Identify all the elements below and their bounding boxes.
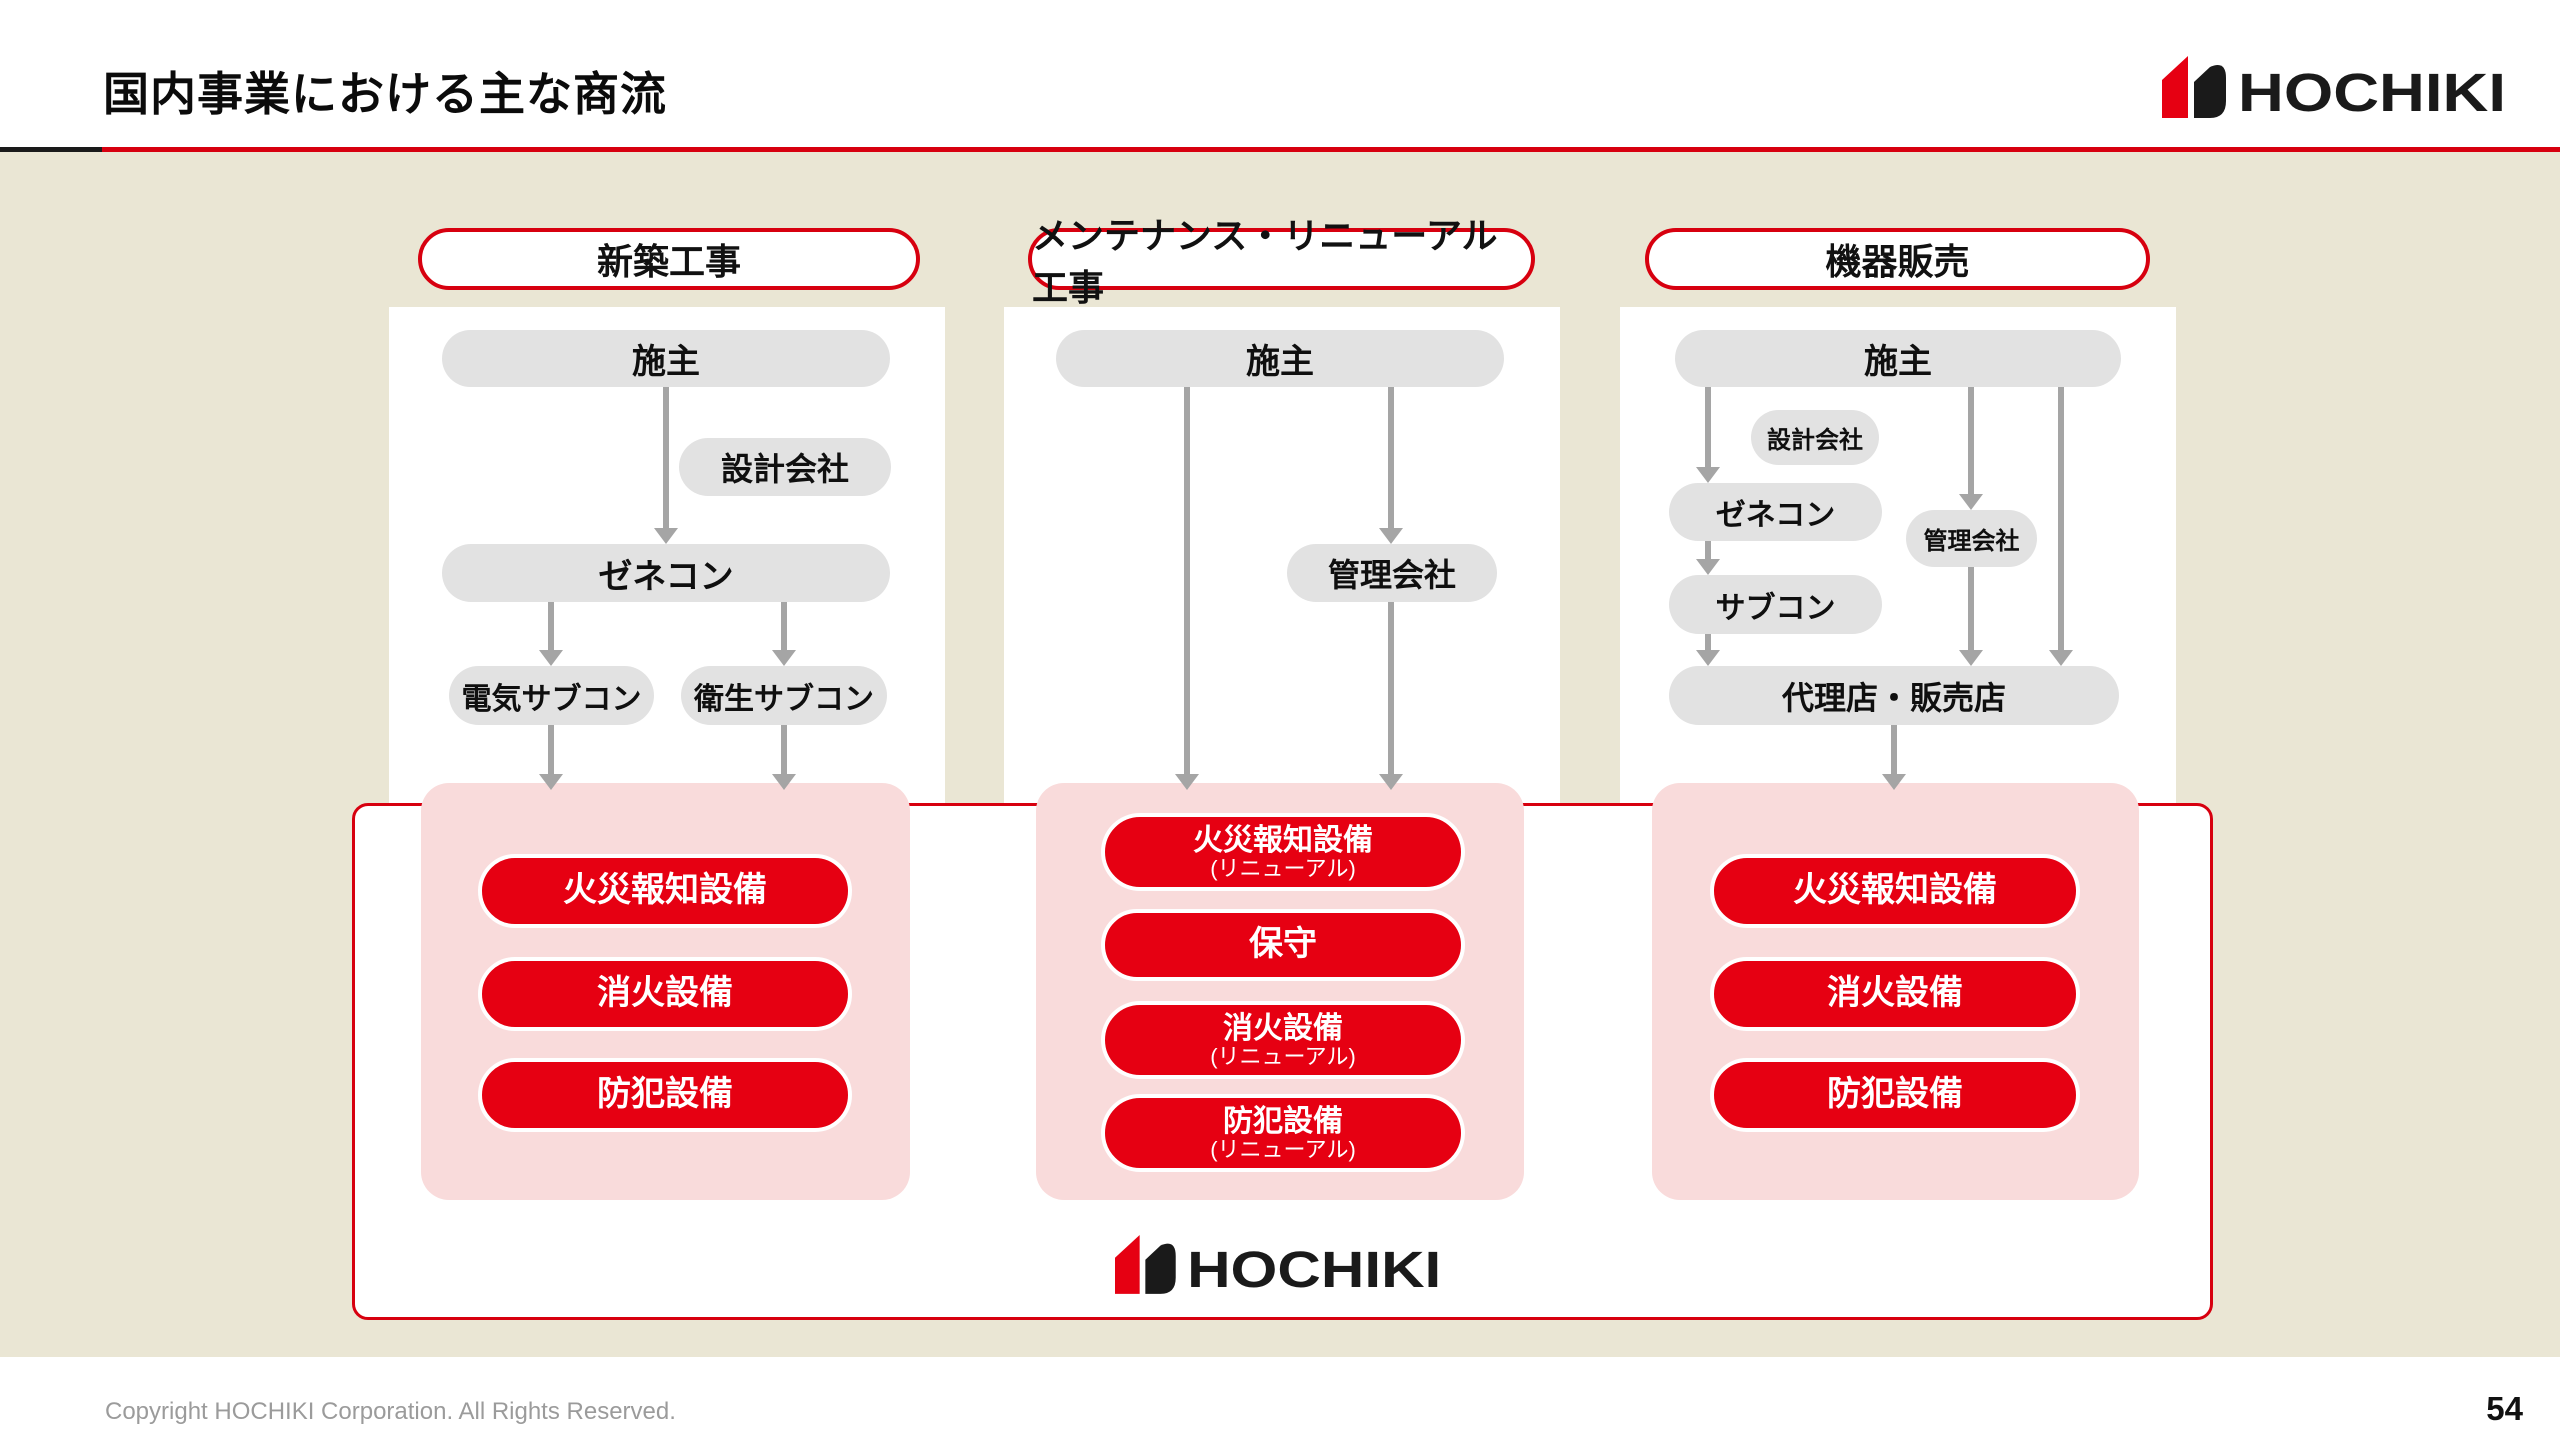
product-sub-label: (リニューアル) xyxy=(1210,855,1356,881)
product-security-col1: 防犯設備 xyxy=(478,1058,852,1132)
hochiki-logo-black-mark-icon xyxy=(2194,65,2226,118)
product-main-label: 防犯設備 xyxy=(1223,1104,1343,1138)
title-separator-red xyxy=(102,147,2560,152)
arrow-down-icon xyxy=(781,725,787,774)
hochiki-logo: HOCHIKI xyxy=(2162,54,2512,118)
product-main-label: 消火設備 xyxy=(1223,1011,1343,1045)
column-header-new-construction: 新築工事 xyxy=(418,228,920,290)
hochiki-logo-text: HOCHIKI xyxy=(1187,1241,1441,1294)
product-sub-label: (リニューアル) xyxy=(1210,1043,1356,1069)
node-design-company-col3: 設計会社 xyxy=(1751,410,1879,465)
product-fire-alarm-col1: 火災報知設備 xyxy=(478,854,852,928)
product-maintenance-col2: 保守 xyxy=(1101,909,1465,981)
arrow-down-icon xyxy=(663,387,669,528)
node-general-contractor-col3: ゼネコン xyxy=(1669,483,1882,541)
node-management-company-col2: 管理会社 xyxy=(1287,544,1497,602)
arrow-down-icon xyxy=(1705,387,1711,467)
arrow-down-icon xyxy=(548,725,554,774)
page-number: 54 xyxy=(2486,1390,2523,1427)
node-design-company-col1: 設計会社 xyxy=(679,438,891,496)
node-electric-subcontractor-col1: 電気サブコン xyxy=(449,666,654,725)
hochiki-logo-black-mark-icon xyxy=(1145,1243,1176,1294)
product-sub-label: (リニューアル) xyxy=(1210,1136,1356,1162)
arrow-down-icon xyxy=(2058,387,2064,650)
footer-copyright: Copyright HOCHIKI Corporation. All Right… xyxy=(105,1398,676,1425)
product-fire-alarm-renewal-col2: 火災報知設備 (リニューアル) xyxy=(1101,813,1465,891)
product-fire-extinguishing-col3: 消火設備 xyxy=(1710,957,2080,1031)
arrow-down-icon xyxy=(1705,541,1711,559)
arrow-down-icon xyxy=(1388,602,1394,774)
product-main-label: 火災報知設備 xyxy=(1193,823,1373,857)
product-security-col3: 防犯設備 xyxy=(1710,1058,2080,1132)
product-fire-alarm-col3: 火災報知設備 xyxy=(1710,854,2080,928)
arrow-down-icon xyxy=(1705,634,1711,650)
hochiki-logo-text: HOCHIKI xyxy=(2238,63,2506,118)
node-dealer-col3: 代理店・販売店 xyxy=(1669,666,2119,725)
node-owner-col3: 施主 xyxy=(1675,330,2121,387)
arrow-down-icon xyxy=(781,602,787,650)
page-title: 国内事業における主な商流 xyxy=(103,68,667,120)
column-header-equipment-sales: 機器販売 xyxy=(1645,228,2150,290)
node-owner-col1: 施主 xyxy=(442,330,890,387)
node-general-contractor-col1: ゼネコン xyxy=(442,544,890,602)
node-owner-col2: 施主 xyxy=(1056,330,1504,387)
arrow-down-icon xyxy=(1968,567,1974,650)
arrow-down-icon xyxy=(1388,387,1394,528)
hochiki-logo-red-mark-icon xyxy=(2162,56,2188,118)
hochiki-logo-bottom: HOCHIKI xyxy=(1115,1233,1447,1294)
arrow-down-icon xyxy=(548,602,554,650)
product-main-label: 保守 xyxy=(1249,925,1317,964)
product-security-renewal-col2: 防犯設備 (リニューアル) xyxy=(1101,1094,1465,1172)
title-separator-black xyxy=(0,147,102,152)
node-management-company-col3: 管理会社 xyxy=(1906,510,2037,567)
arrow-down-icon xyxy=(1891,725,1897,774)
hochiki-logo-red-mark-icon xyxy=(1115,1235,1140,1294)
product-fire-extinguishing-renewal-col2: 消火設備 (リニューアル) xyxy=(1101,1001,1465,1079)
arrow-down-icon xyxy=(1968,387,1974,494)
node-subcontractor-col3: サブコン xyxy=(1669,575,1882,634)
product-fire-extinguishing-col1: 消火設備 xyxy=(478,957,852,1031)
node-sanitary-subcontractor-col1: 衛生サブコン xyxy=(681,666,887,725)
arrow-down-icon xyxy=(1184,387,1190,774)
column-header-maintenance-renewal: メンテナンス・リニューアル工事 xyxy=(1028,215,1535,308)
